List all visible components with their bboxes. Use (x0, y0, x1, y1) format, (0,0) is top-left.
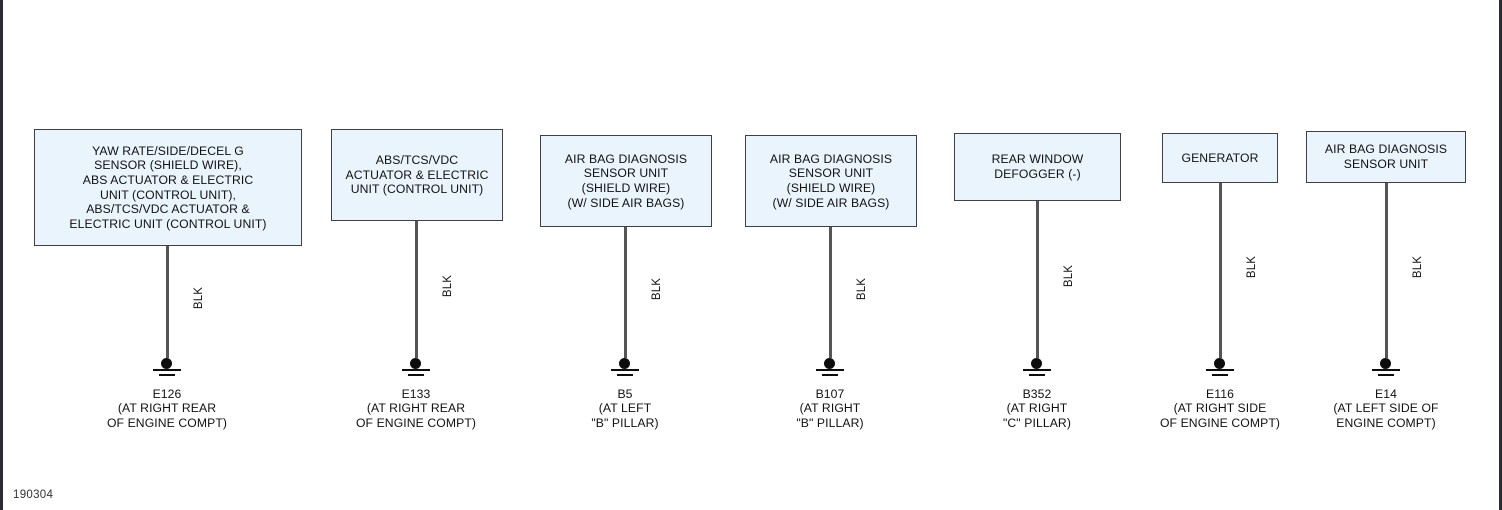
ground-location-label: (AT RIGHT REAR OF ENGINE COMPT) (355, 401, 477, 430)
device-box-label: AIR BAG DIAGNOSIS SENSOR UNIT (1324, 142, 1448, 171)
ground-symbol-dot (1214, 358, 1225, 369)
device-box[interactable]: ABS/TCS/VDC ACTUATOR & ELECTRIC UNIT (CO… (331, 129, 503, 221)
ground-location-label: (AT LEFT SIDE OF ENGINE COMPT) (1333, 401, 1439, 430)
ground-symbol-bar1 (1372, 369, 1400, 371)
ground-symbol (810, 358, 850, 380)
device-box-label: ABS/TCS/VDC ACTUATOR & ELECTRIC UNIT (CO… (345, 153, 489, 197)
wire-color-label: BLK (442, 274, 454, 297)
wire-color-label: BLK (856, 277, 868, 300)
device-box[interactable]: AIR BAG DIAGNOSIS SENSOR UNIT (1306, 131, 1466, 183)
device-box-label: YAW RATE/SIDE/DECEL G SENSOR (SHIELD WIR… (69, 143, 267, 231)
wire-color-label: BLK (1063, 264, 1075, 287)
ground-symbol-dot (824, 358, 835, 369)
ground-id-label: E126 (152, 387, 182, 401)
wire-line (1385, 183, 1388, 358)
wire-line (1036, 201, 1039, 358)
wire-line (415, 221, 418, 358)
ground-symbol-dot (1380, 358, 1391, 369)
ground-id-label: E133 (401, 387, 431, 401)
ground-symbol-dot (410, 358, 421, 369)
ground-symbol-dot (619, 358, 630, 369)
ground-symbol-bar2 (617, 374, 633, 376)
ground-symbol-dot (1031, 358, 1042, 369)
wire-line (1219, 183, 1222, 358)
wire-line (624, 227, 627, 358)
ground-symbol-bar1 (611, 369, 639, 371)
ground-symbol-bar2 (1029, 374, 1045, 376)
device-box[interactable]: GENERATOR (1162, 133, 1278, 183)
ground-location-label: (AT LEFT "B" PILLAR) (591, 401, 659, 430)
ground-location-label: (AT RIGHT REAR OF ENGINE COMPT) (106, 401, 228, 430)
ground-symbol-bar1 (1206, 369, 1234, 371)
ground-location-label: (AT RIGHT "C" PILLAR) (1002, 401, 1071, 430)
ground-symbol-bar1 (1023, 369, 1051, 371)
ground-symbol (605, 358, 645, 380)
device-box[interactable]: YAW RATE/SIDE/DECEL G SENSOR (SHIELD WIR… (34, 129, 302, 246)
wire-line (829, 227, 832, 358)
device-box[interactable]: AIR BAG DIAGNOSIS SENSOR UNIT (SHIELD WI… (540, 135, 712, 227)
ground-symbol-bar2 (1212, 374, 1228, 376)
wire-color-label: BLK (193, 286, 205, 310)
ground-symbol (396, 358, 436, 380)
ground-symbol-bar2 (159, 374, 175, 376)
wire-color-label: BLK (1412, 255, 1424, 278)
ground-symbol-bar2 (1378, 374, 1394, 376)
page-code-label: 190304 (13, 489, 54, 501)
ground-symbol-bar1 (402, 369, 430, 371)
ground-symbol-bar1 (816, 369, 844, 371)
device-box-label: AIR BAG DIAGNOSIS SENSOR UNIT (SHIELD WI… (564, 151, 688, 210)
ground-location-label: (AT RIGHT "B" PILLAR) (796, 401, 864, 430)
ground-symbol-bar2 (822, 374, 838, 376)
ground-symbol-dot (161, 358, 172, 369)
ground-id-label: B352 (1022, 387, 1052, 401)
device-box[interactable]: AIR BAG DIAGNOSIS SENSOR UNIT (SHIELD WI… (745, 135, 917, 227)
ground-symbol (1366, 358, 1406, 380)
wire-line (166, 246, 169, 358)
device-box-label: GENERATOR (1181, 150, 1259, 165)
device-box[interactable]: REAR WINDOW DEFOGGER (-) (954, 133, 1121, 201)
ground-symbol (147, 358, 187, 380)
ground-id-label: E14 (1375, 387, 1397, 401)
ground-location-label: (AT RIGHT SIDE OF ENGINE COMPT) (1159, 401, 1281, 430)
ground-symbol-bar2 (408, 374, 424, 376)
ground-id-label: B5 (617, 387, 633, 401)
ground-id-label: E116 (1206, 387, 1234, 401)
wire-color-label: BLK (1246, 255, 1258, 278)
ground-symbol (1017, 358, 1057, 380)
ground-symbol (1200, 358, 1240, 380)
wire-color-label: BLK (651, 277, 663, 300)
ground-symbol-bar1 (153, 369, 181, 371)
ground-id-label: B107 (815, 387, 845, 401)
device-box-label: REAR WINDOW DEFOGGER (-) (991, 152, 1084, 181)
device-box-label: AIR BAG DIAGNOSIS SENSOR UNIT (SHIELD WI… (769, 151, 893, 210)
